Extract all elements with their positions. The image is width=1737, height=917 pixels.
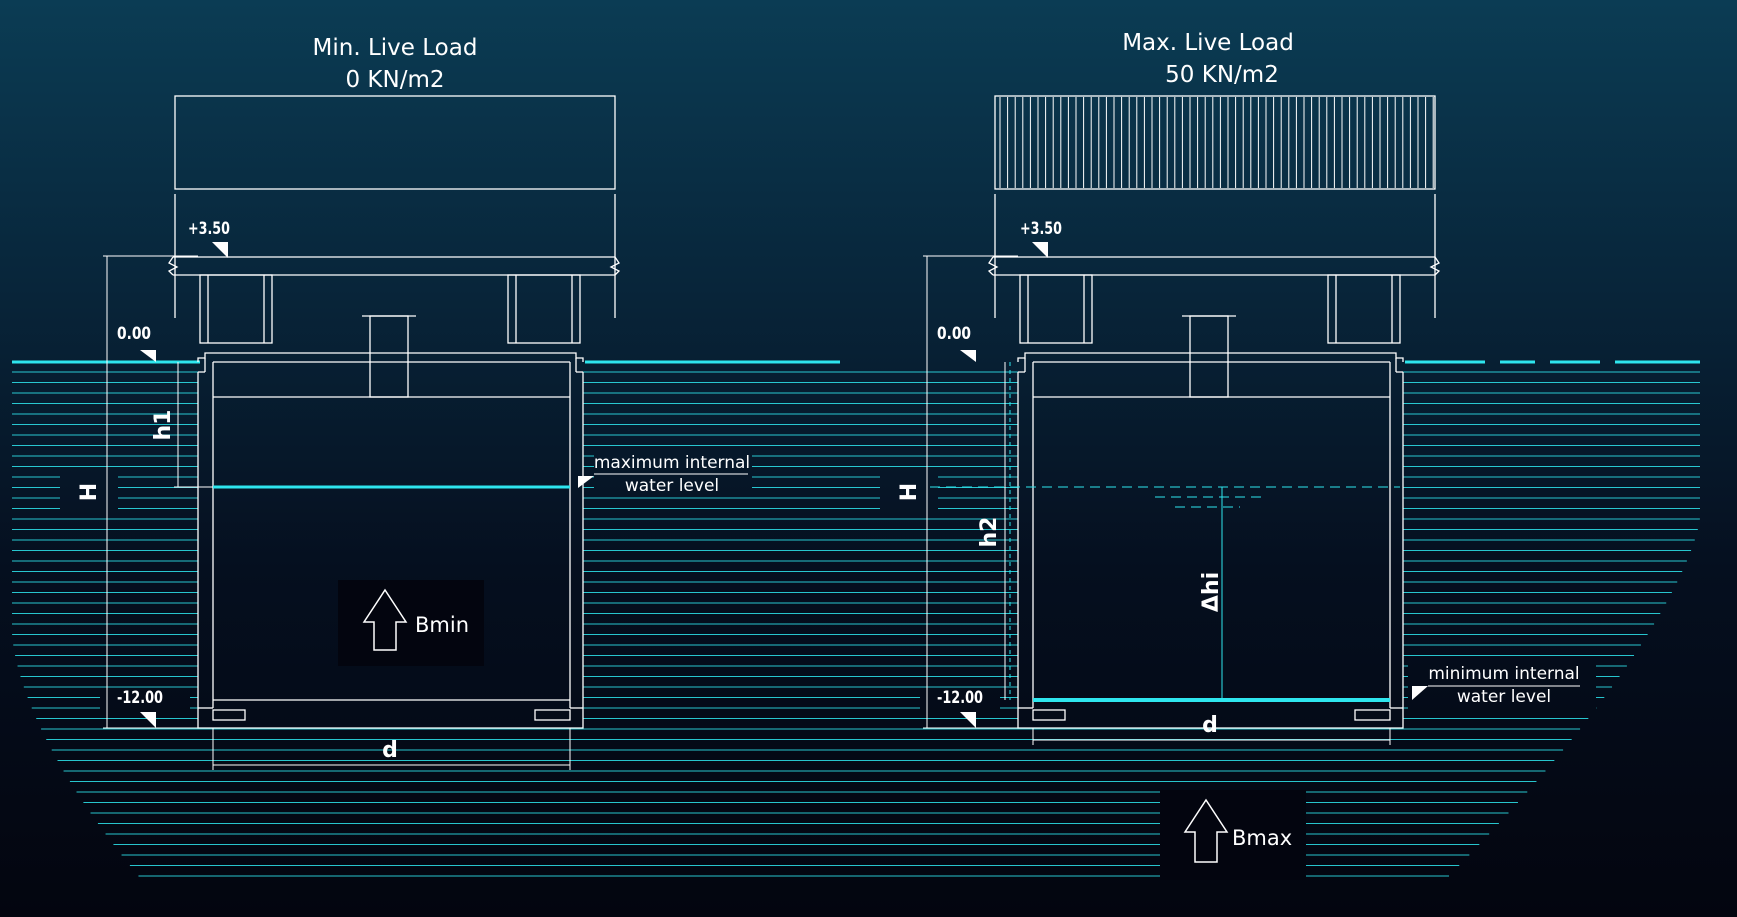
left-buoyancy-label: Bmin bbox=[415, 613, 469, 637]
left-level-markers bbox=[140, 242, 594, 728]
right-dim-H: H bbox=[897, 483, 922, 501]
right-top-level: +3.50 bbox=[1020, 219, 1062, 239]
right-buoyancy-arrow-icon bbox=[1160, 790, 1306, 880]
right-water-indicators bbox=[930, 486, 1400, 702]
left-top-level: +3.50 bbox=[188, 219, 230, 239]
right-dim-h2: h2 bbox=[977, 517, 1002, 548]
right-water-label-line1: minimum internal bbox=[1428, 664, 1579, 684]
right-bottom-level: -12.00 bbox=[937, 688, 983, 708]
right-buoyancy-label: Bmax bbox=[1232, 826, 1292, 850]
right-ground-level: 0.00 bbox=[937, 324, 971, 344]
left-water-label-line2: water level bbox=[625, 476, 719, 496]
left-structure bbox=[167, 95, 621, 729]
left-load-block bbox=[174, 95, 616, 190]
left-dim-H: H bbox=[77, 483, 102, 501]
left-load-title: Min. Live Load bbox=[313, 35, 478, 61]
right-structure bbox=[987, 95, 1441, 729]
left-water-label-line1: maximum internal bbox=[594, 453, 750, 473]
right-water-label-line2: water level bbox=[1457, 687, 1551, 707]
right-dimensions bbox=[923, 255, 1391, 745]
right-load-value: 50 KN/m2 bbox=[1165, 62, 1279, 88]
right-dim-d: d bbox=[1202, 713, 1218, 738]
right-level-markers bbox=[960, 242, 1428, 728]
left-bottom-level: -12.00 bbox=[117, 688, 163, 708]
left-load-value: 0 KN/m2 bbox=[345, 67, 444, 93]
left-buoyancy-arrow-icon bbox=[338, 580, 484, 666]
left-ground-level: 0.00 bbox=[117, 324, 151, 344]
left-dim-h1: h1 bbox=[151, 410, 176, 441]
right-load-block bbox=[994, 95, 1436, 190]
right-load-hatch bbox=[999, 97, 1434, 188]
right-dim-dhi: Δhi bbox=[1199, 572, 1224, 612]
right-load-title: Max. Live Load bbox=[1122, 30, 1294, 56]
groundwater-hatch bbox=[12, 371, 1700, 877]
left-dim-d: d bbox=[382, 738, 398, 763]
left-dimensions bbox=[103, 255, 571, 770]
